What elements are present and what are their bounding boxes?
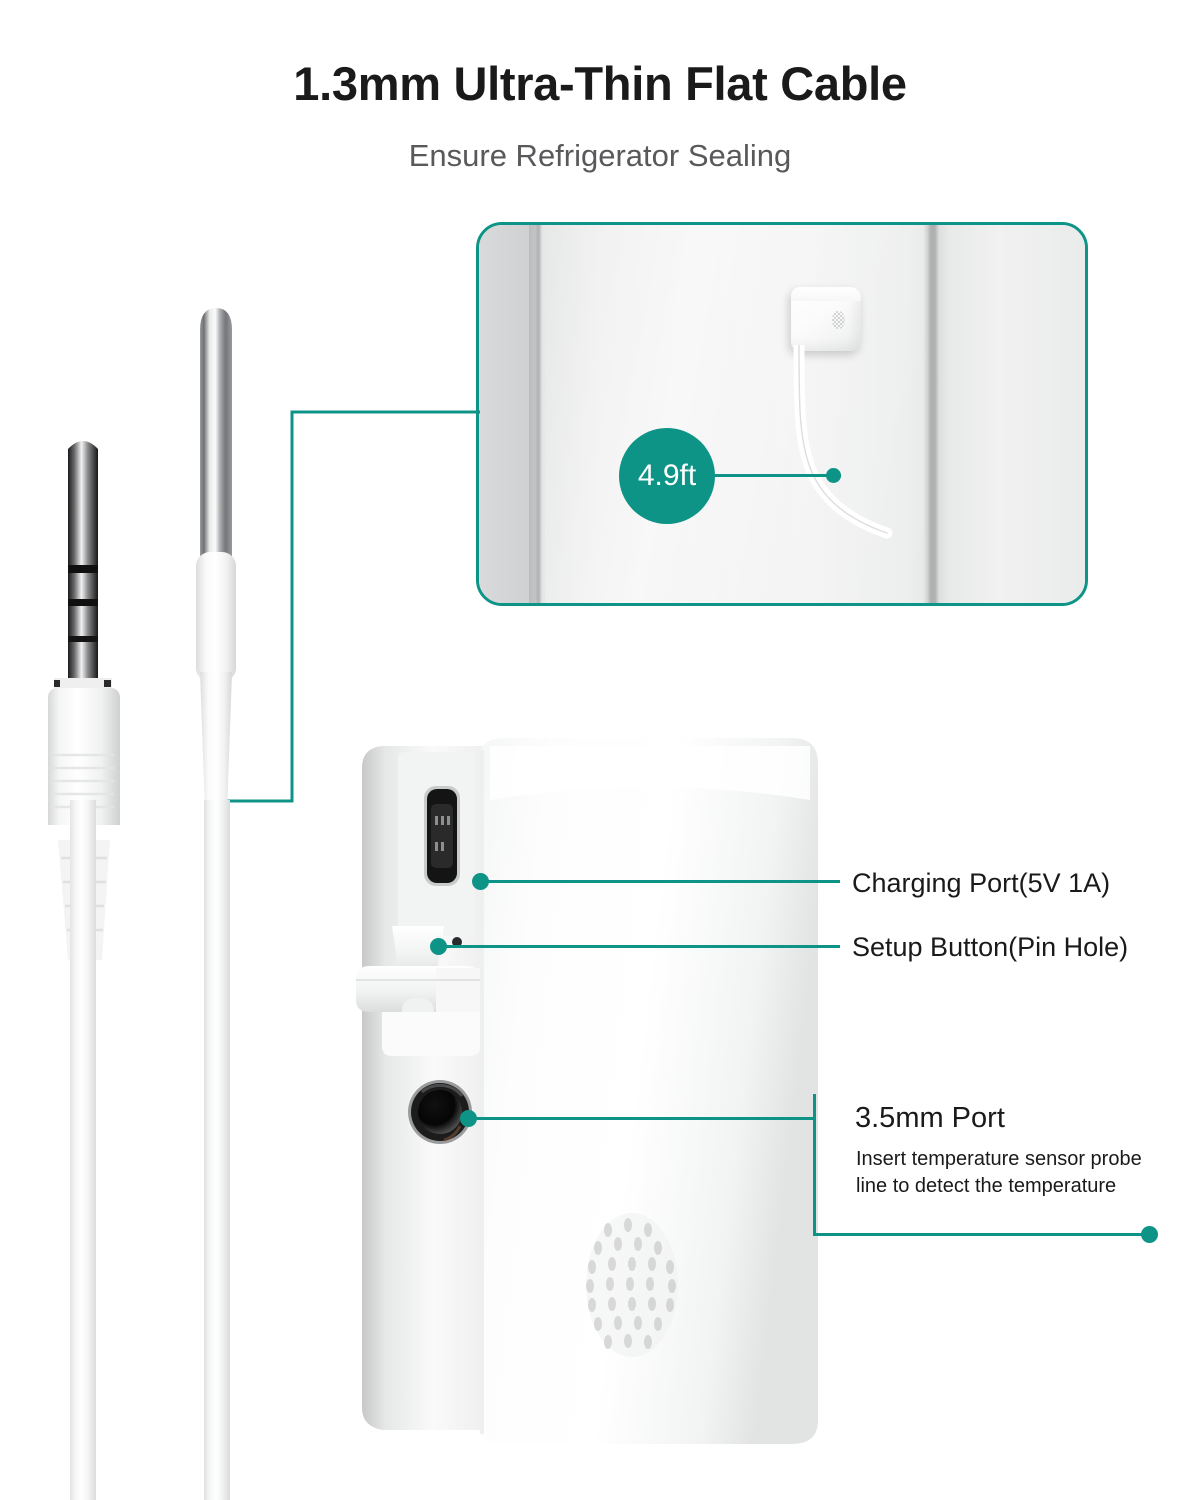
callout-label-setup-button: Setup Button(Pin Hole) <box>852 932 1129 962</box>
charging-port-leader-line <box>480 880 840 883</box>
wall-mount-clip-icon <box>356 926 480 1056</box>
audio-port-leader-dot <box>460 1110 477 1127</box>
charging-port-leader-dot <box>472 873 489 890</box>
probe-flat-cable <box>204 800 230 1500</box>
callout-desc-line-2: line to detect the temperature <box>856 1175 1117 1197</box>
audio-jack-port-icon <box>408 1080 472 1144</box>
page-subtitle: Ensure Refrigerator Sealing <box>408 138 792 173</box>
temperature-probe-icon <box>196 308 236 840</box>
callout-box-bottom-rule <box>813 1233 1150 1236</box>
callout-label-charging-port: Charging Port(5V 1A) <box>852 868 1111 898</box>
audio-port-leader-line <box>468 1117 816 1120</box>
callout-desc-line-1: Insert temperature sensor probe <box>856 1148 1142 1170</box>
probe-to-inset-leader-line <box>218 410 480 803</box>
refrigerator-inset-panel <box>476 222 1088 606</box>
refrigerator-door-gap <box>923 225 941 603</box>
sensor-device-illustration <box>356 738 818 1444</box>
mounted-sensor-icon <box>791 287 861 351</box>
badge-leader-line <box>713 474 841 477</box>
setup-button-leader-line <box>438 945 840 948</box>
mounted-sensor-top <box>791 287 861 301</box>
jack-flat-cable <box>70 800 96 1500</box>
callout-box-left-rule <box>813 1094 816 1236</box>
page-title: 1.3mm Ultra-Thin Flat Cable <box>293 57 907 110</box>
setup-pinhole-icon <box>452 937 462 947</box>
callout-description-audio-port: Insert temperature sensor probe line to … <box>856 1146 1156 1200</box>
trrs-plug-icon <box>48 441 120 825</box>
callout-title-audio-port: 3.5mm Port <box>855 1102 1005 1134</box>
refrigerator-door-sheen <box>545 225 925 603</box>
callout-box-end-dot <box>1141 1226 1158 1243</box>
cable-length-badge: 4.9ft <box>619 428 715 524</box>
setup-button-leader-dot <box>430 938 447 955</box>
charging-port-opening-icon <box>424 786 460 886</box>
badge-leader-dot <box>826 468 841 483</box>
callout-box-audio-port: 3.5mm Port Insert temperature sensor pro… <box>813 1094 1158 1243</box>
refrigerator-left-edge <box>529 225 545 603</box>
speaker-grille-icon <box>586 1213 678 1357</box>
